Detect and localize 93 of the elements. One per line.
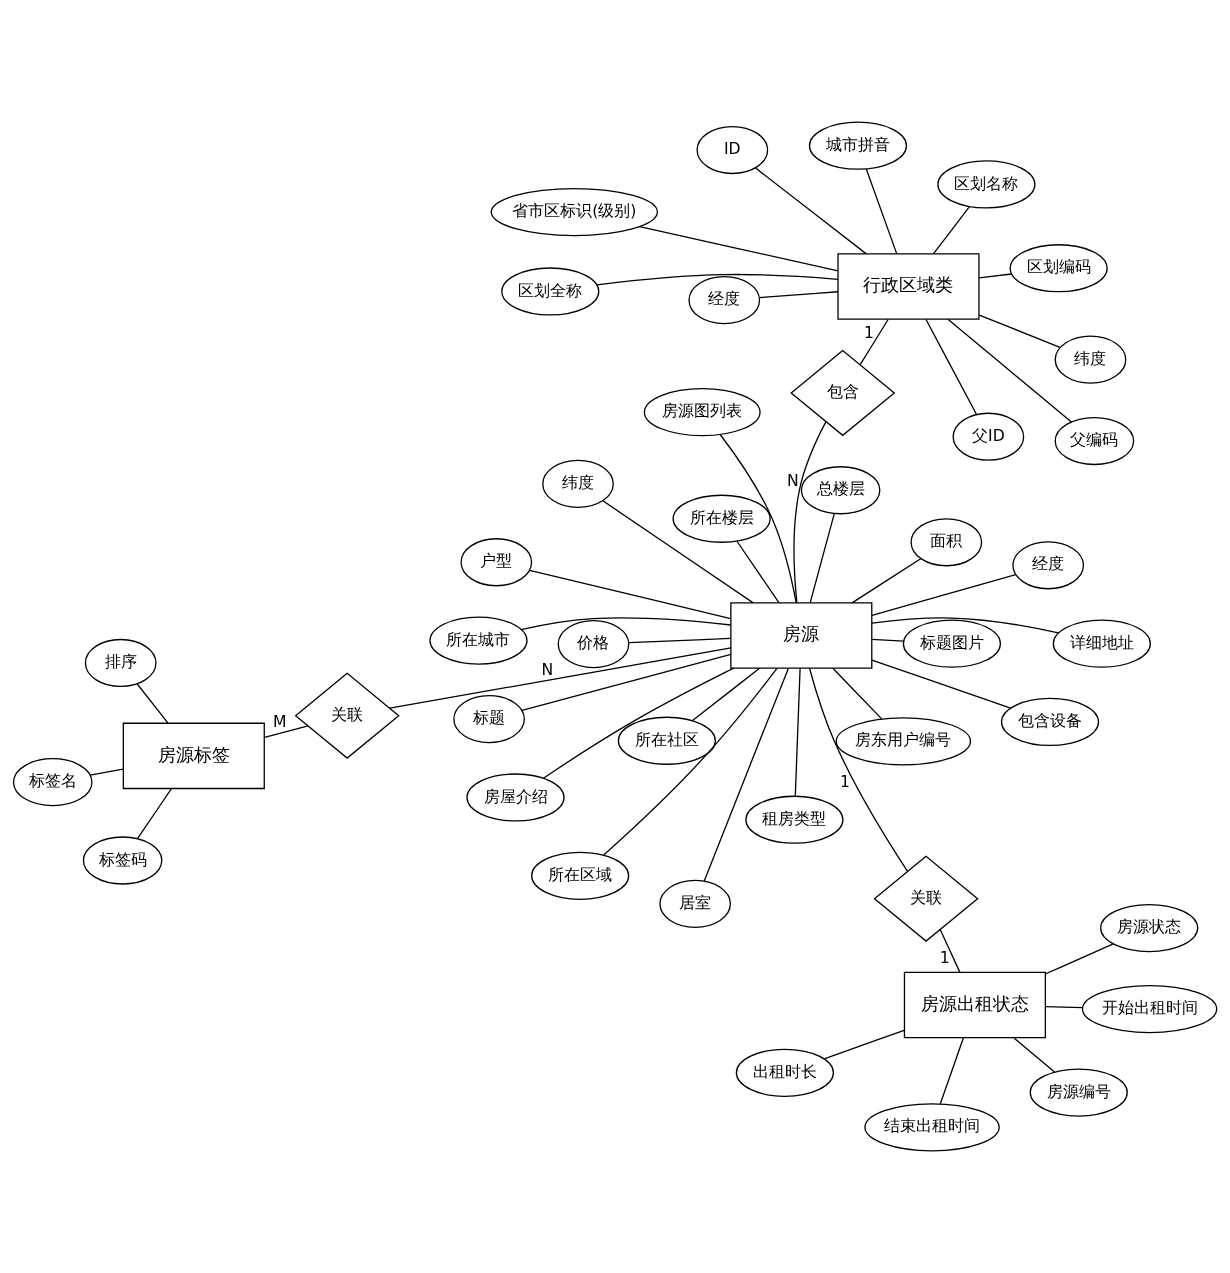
node-ellipse: ID: [696, 125, 769, 175]
edge-label: 1: [839, 771, 850, 791]
node-ellipse: 所在楼层: [672, 494, 771, 543]
node-box: 房源出租状态: [903, 971, 1046, 1039]
connector: [809, 512, 835, 604]
connector: [859, 318, 889, 366]
connector: [596, 273, 839, 286]
connector: [754, 167, 867, 255]
connector: [978, 273, 1013, 279]
connector: [542, 667, 735, 779]
connector: [691, 667, 761, 722]
node-ellipse: 标签码: [82, 836, 163, 885]
connector: [736, 540, 780, 604]
connector: [263, 725, 309, 738]
connector: [628, 637, 732, 644]
connector: [602, 500, 754, 604]
connector: [136, 683, 169, 724]
connector: [939, 1037, 965, 1105]
connector: [758, 291, 839, 299]
node-ellipse: 标题: [453, 695, 525, 744]
node-ellipse: 所在社区: [617, 716, 716, 765]
connector: [719, 433, 797, 604]
node-ellipse: 父ID: [952, 412, 1025, 461]
node-diamond: 关联: [294, 672, 400, 759]
connector: [871, 638, 905, 642]
node-ellipse: 房屋介绍: [466, 773, 565, 822]
edge-label: N: [786, 470, 799, 490]
node-ellipse: 标签名: [12, 758, 93, 807]
node-ellipse: 排序: [84, 638, 157, 688]
connector: [1044, 1006, 1084, 1009]
node-ellipse: 所在区域: [531, 851, 630, 900]
connector: [1045, 943, 1114, 975]
node-ellipse: 出租时长: [735, 1048, 835, 1097]
node-box: 行政区域类: [837, 253, 980, 320]
connector: [871, 573, 1017, 617]
node-ellipse: 开始出租时间: [1081, 984, 1218, 1034]
connector: [851, 558, 922, 604]
node-ellipse: 详细地址: [1052, 619, 1151, 668]
connector: [389, 647, 732, 709]
connector: [808, 667, 909, 872]
connector: [520, 617, 732, 631]
node-ellipse: 价格: [557, 620, 630, 669]
node-ellipse: 城市拼音: [808, 121, 908, 170]
node-ellipse: 总楼层: [800, 466, 881, 515]
connector: [703, 667, 789, 882]
node-box: 房源标签: [122, 722, 265, 790]
edge-label: 1: [939, 948, 950, 968]
node-ellipse: 经度: [1012, 541, 1085, 590]
node-ellipse: 房源图列表: [643, 388, 761, 437]
connector: [1013, 1037, 1056, 1073]
node-ellipse: 区划编码: [1009, 244, 1108, 293]
connector: [521, 653, 732, 711]
edge-label: N: [541, 659, 554, 679]
node-ellipse: 房源编号: [1029, 1068, 1128, 1117]
node-ellipse: 户型: [460, 538, 533, 587]
node-ellipse: 租房类型: [745, 795, 844, 844]
connector: [793, 421, 827, 604]
connector: [865, 168, 898, 255]
node-ellipse: 面积: [910, 518, 983, 567]
connector: [823, 1029, 905, 1060]
connector: [638, 226, 839, 272]
connector: [925, 318, 978, 416]
node-ellipse: 区划名称: [937, 160, 1036, 209]
connector: [932, 205, 971, 255]
connector: [603, 667, 778, 856]
node-ellipse: 包含设备: [1000, 697, 1100, 747]
connector: [89, 768, 124, 776]
node-ellipse: 结束出租时间: [864, 1103, 1000, 1152]
connector: [978, 314, 1061, 349]
node-ellipse: 所在城市: [429, 616, 528, 665]
connector: [832, 667, 883, 720]
node-ellipse: 房源状态: [1100, 903, 1199, 953]
connector: [529, 569, 732, 620]
node-ellipse: 省市区标识(级别): [490, 187, 658, 237]
edge-label: M: [272, 712, 287, 732]
node-ellipse: 父编码: [1054, 416, 1135, 466]
edge-label: 1: [863, 322, 874, 342]
node-ellipse: 纬度: [1054, 335, 1127, 384]
node-ellipse: 房东用户编号: [835, 717, 972, 766]
node-ellipse: 经度: [688, 276, 761, 325]
connector: [939, 928, 961, 973]
node-diamond: 包含: [790, 349, 896, 437]
node-ellipse: 区划全称: [501, 267, 600, 316]
node-diamond: 关联: [873, 855, 979, 942]
connector: [947, 318, 1073, 423]
node-box: 房源: [730, 602, 873, 669]
connector: [871, 659, 1012, 709]
connector: [137, 788, 172, 839]
node-ellipse: 居室: [659, 879, 732, 928]
connector: [794, 667, 801, 797]
node-ellipse: 标题图片: [902, 619, 1002, 668]
node-ellipse: 纬度: [542, 459, 614, 509]
connector: [871, 617, 1059, 634]
